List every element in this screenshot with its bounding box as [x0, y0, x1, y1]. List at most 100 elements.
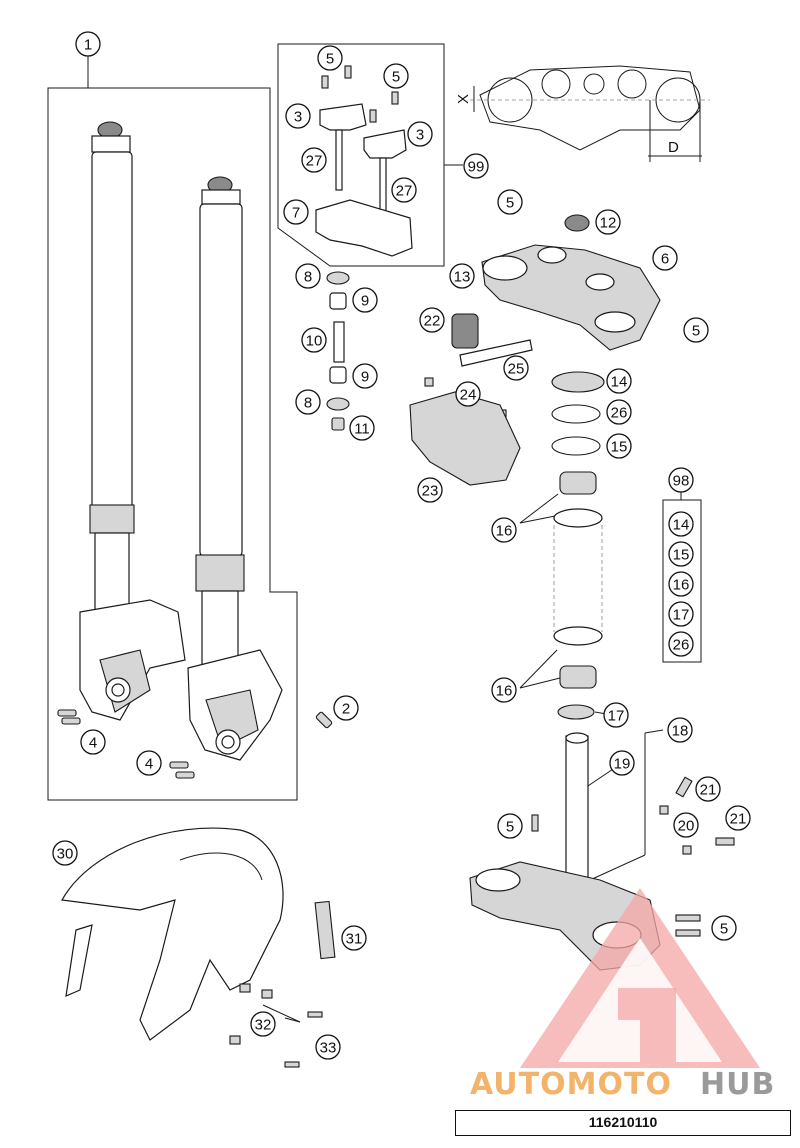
callout-label: 2 [342, 701, 350, 718]
callout-circle [391, 177, 417, 203]
callout-circle [609, 750, 635, 776]
callout-circle [341, 925, 367, 951]
callout-circle [695, 776, 721, 802]
callout-circle [652, 245, 678, 271]
callout-label: 5 [506, 819, 514, 836]
callout-label: 19 [614, 756, 631, 773]
axle-clamp-bolts [57, 709, 195, 779]
callout-19: 19 [609, 750, 635, 776]
callout-circle [667, 717, 693, 743]
callout-4: 4 [80, 729, 106, 755]
front-fender [61, 827, 284, 1041]
callout-22: 22 [419, 307, 445, 333]
callout-3: 3 [285, 103, 311, 129]
brand-name-grey: HUB [700, 1067, 775, 1102]
bearing-stack-lower [553, 626, 603, 720]
callout-circle [711, 915, 737, 941]
callout-circle [317, 45, 343, 71]
callout-5: 5 [317, 45, 343, 71]
callout-group: 1553327277995126135892210259241481126152… [52, 31, 751, 1060]
brand-name-orange: AUTOMOTO [470, 1067, 672, 1102]
callout-5: 5 [683, 317, 709, 343]
fender-fasteners [229, 983, 323, 1068]
rubber-bushing-set [326, 271, 350, 431]
callout-label: 15 [611, 439, 628, 456]
callout-label: 23 [422, 483, 439, 500]
callout-circle [295, 389, 321, 415]
callout-circle [383, 63, 409, 89]
callout-30: 30 [52, 840, 78, 866]
callout-circle [491, 517, 517, 543]
callout-label: 32 [255, 1017, 272, 1034]
callout-33: 33 [315, 1034, 341, 1060]
callout-circle [136, 750, 162, 776]
callout-circle [349, 415, 375, 441]
callout-14: 14 [606, 368, 632, 394]
callout-99: 99 [463, 153, 489, 179]
callout-circle [301, 327, 327, 353]
callout-label: 16 [496, 523, 513, 540]
callout-circle [285, 103, 311, 129]
callout-20: 20 [673, 812, 699, 838]
callout-circle [352, 287, 378, 313]
triple-clamp-sketch [470, 65, 710, 162]
part-number-box: 116210110 [455, 1110, 791, 1136]
steering-damper-parts [409, 313, 533, 486]
callout-5: 5 [497, 189, 523, 215]
callout-label: 8 [304, 269, 312, 286]
callout-31: 31 [341, 925, 367, 951]
callout-label: 98 [673, 473, 690, 490]
callout-1: 1 [75, 31, 101, 57]
callout-label: 24 [460, 387, 477, 404]
callout-circle [455, 381, 481, 407]
callout-label: 15 [673, 547, 690, 564]
callout-circle [503, 355, 529, 381]
callout-label: 13 [454, 269, 471, 286]
callout-circle [668, 631, 694, 657]
callout-circle [283, 199, 309, 225]
callout-label: 6 [661, 251, 669, 268]
callout-8: 8 [295, 263, 321, 289]
callout-11: 11 [349, 415, 375, 441]
callout-18: 18 [667, 717, 693, 743]
callout-label: 5 [392, 69, 400, 86]
callout-27: 27 [391, 177, 417, 203]
callout-label: 11 [354, 421, 370, 438]
callout-circle [725, 805, 751, 831]
callout-16: 16 [491, 517, 517, 543]
watermark-logo: AUTOMOTO HUB [470, 888, 775, 1102]
callout-15: 15 [668, 541, 694, 567]
callout-14: 14 [668, 511, 694, 537]
callout-label: 33 [320, 1040, 337, 1057]
callout-circle [449, 263, 475, 289]
callout-circle [606, 399, 632, 425]
callout-circle [668, 511, 694, 537]
callout-6: 6 [652, 245, 678, 271]
fender-decal [314, 900, 336, 960]
callout-21: 21 [695, 776, 721, 802]
callout-circle [606, 433, 632, 459]
callout-circle [352, 363, 378, 389]
callout-circle [497, 189, 523, 215]
callout-label: 25 [508, 361, 525, 378]
callout-label: 3 [294, 109, 302, 126]
callout-98: 98 [668, 467, 694, 493]
callout-2: 2 [333, 695, 359, 721]
callout-circle [606, 368, 632, 394]
callout-circle [673, 812, 699, 838]
callout-label: 18 [672, 723, 689, 740]
callout-label: 10 [306, 333, 323, 350]
lower-triple-clamp [469, 732, 735, 971]
callout-label: 14 [673, 517, 690, 534]
callout-label: 27 [306, 153, 323, 170]
callout-9: 9 [352, 287, 378, 313]
upper-triple-clamp [481, 214, 661, 351]
clamp-kit-box [277, 43, 445, 267]
callout-circle [417, 477, 443, 503]
callout-3: 3 [407, 121, 433, 147]
callout-16: 16 [491, 677, 517, 703]
callout-10: 10 [301, 327, 327, 353]
callout-circle [315, 1034, 341, 1060]
callout-label: 22 [424, 313, 441, 330]
